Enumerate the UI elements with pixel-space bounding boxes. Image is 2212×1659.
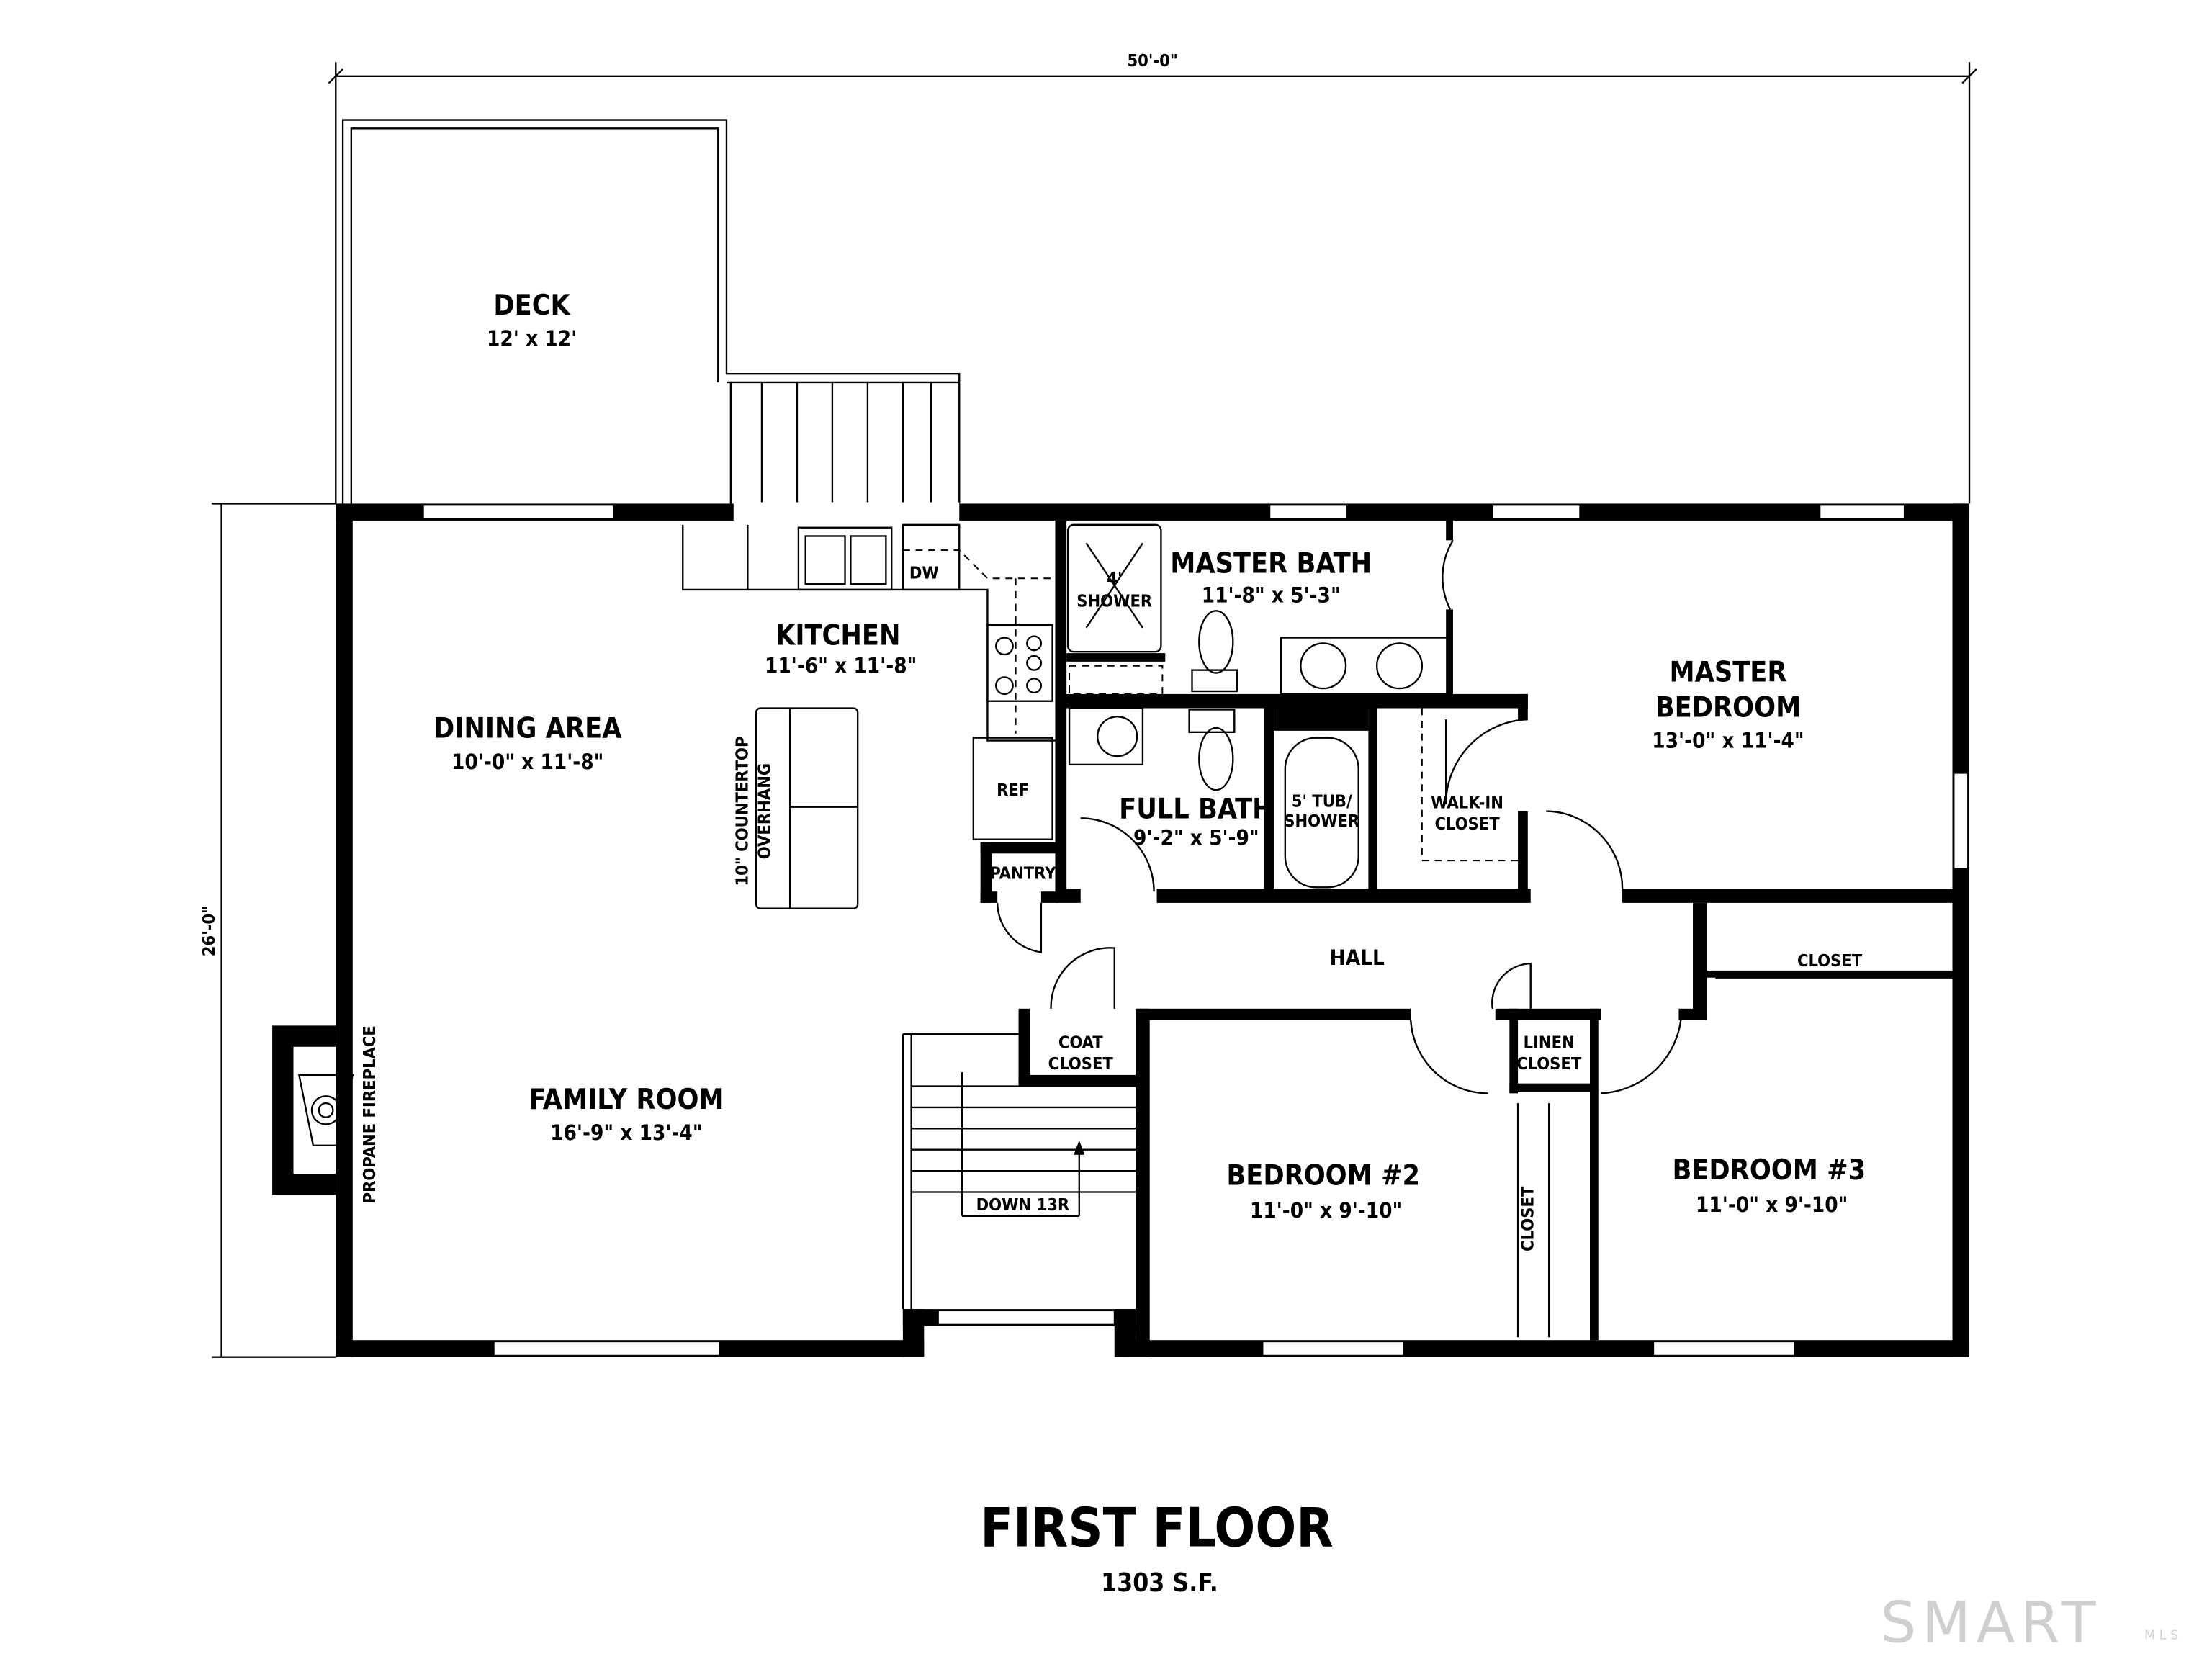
coat-closet-label-2: CLOSET [1048,1053,1114,1074]
double-vanity-icon [1280,637,1449,696]
kitchen-counters: DW REF PANTRY 10" COUNTERTOP OVERHANG [682,523,1056,909]
linen-closet-label-1: LINEN [1524,1033,1575,1053]
kitchen-island [755,707,859,909]
shower-label-2: SHOWER [1076,590,1152,611]
sink-icon [797,526,893,591]
toilet-icon [1198,610,1234,674]
dining-size: 10'-0" x 11'-8" [451,750,603,774]
family-name: FAMILY ROOM [529,1084,724,1116]
master-bath-size: 11'-8" x 5'-3" [1202,583,1341,608]
overhang-label-2: OVERHANG [755,763,775,860]
walkin-label-2: CLOSET [1434,814,1500,834]
bath-fixtures: 4' SHOWER 5' TUB/ SHOWER WALK-IN CLOSET [1066,523,1519,889]
svg-text:SMART: SMART [1881,1590,2102,1655]
fireplace: PROPANE FIREPLACE [272,1025,379,1203]
master-bath-name: MASTER BATH [1170,547,1372,580]
deck-name: DECK [493,289,571,322]
dimension-width: 50'-0" [328,50,1977,504]
doors [996,539,1953,1338]
refrigerator-icon [972,737,1053,840]
deck-size: 12' x 12' [487,326,577,351]
full-bath-name: FULL BATH [1119,793,1274,825]
deck: DECK 12' x 12' [341,119,961,504]
closet-bedroom2-label: CLOSET [1518,1186,1538,1251]
master-bedroom-size: 13'-0" x 11'-4" [1652,728,1804,752]
hall-name: HALL [1330,945,1385,970]
kitchen-size: 11'-6" x 11'-8" [765,654,917,678]
tub-label-1: 5' TUB/ [1292,791,1352,811]
bedroom3-name: BEDROOM #3 [1672,1154,1866,1187]
pantry-label: PANTRY [989,863,1056,884]
coat-closet-label-1: COAT [1058,1033,1103,1053]
interior-walls [980,520,1953,1357]
tub-label-2: SHOWER [1284,811,1359,831]
master-bedroom-name-1: MASTER [1670,656,1787,688]
toilet-icon [1198,727,1234,791]
width-label: 50'-0" [1127,50,1177,71]
dimension-depth: 26'-0" [199,503,336,1358]
bedroom2-name: BEDROOM #2 [1226,1160,1420,1192]
kitchen-name: KITCHEN [775,619,900,652]
floor-area: 1303 S.F. [1101,1568,1218,1598]
smart-mls-logo: SMART M L S [1881,1590,2179,1655]
ref-label: REF [997,780,1029,800]
overhang-label-1: 10" COUNTERTOP [732,736,752,886]
full-bath-size: 9'-2" x 5'-9" [1133,826,1259,850]
shower-label-1: 4' [1107,568,1122,588]
stairs-label: DOWN 13R [976,1195,1070,1215]
stove-icon [986,624,1053,702]
bathtub-icon [1284,737,1359,889]
master-bedroom-name-2: BEDROOM [1655,691,1801,724]
exterior-walls [336,502,1970,1357]
bedroom3-size: 11'-0" x 9'-10" [1696,1192,1848,1217]
room-labels: KITCHEN 11'-6" x 11'-8" DINING AREA 10'-… [433,547,1866,1251]
shower-icon [1066,523,1162,653]
depth-label: 26'-0" [199,906,219,956]
floor-title: FIRST FLOOR [980,1496,1334,1559]
stairs: DOWN 13R [902,1033,1136,1310]
dining-name: DINING AREA [433,713,622,745]
fireplace-label: PROPANE FIREPLACE [359,1025,379,1203]
linen-closet-label-2: CLOSET [1516,1053,1582,1074]
dw-label: DW [909,562,939,583]
bedroom2-size: 11'-0" x 9'-10" [1250,1198,1402,1223]
sink-icon [1068,707,1144,766]
svg-text:M L S: M L S [2144,1629,2178,1643]
family-size: 16'-9" x 13'-4" [550,1120,702,1145]
walkin-label-1: WALK-IN [1431,793,1503,813]
closet-bedroom3-label: CLOSET [1797,950,1863,971]
